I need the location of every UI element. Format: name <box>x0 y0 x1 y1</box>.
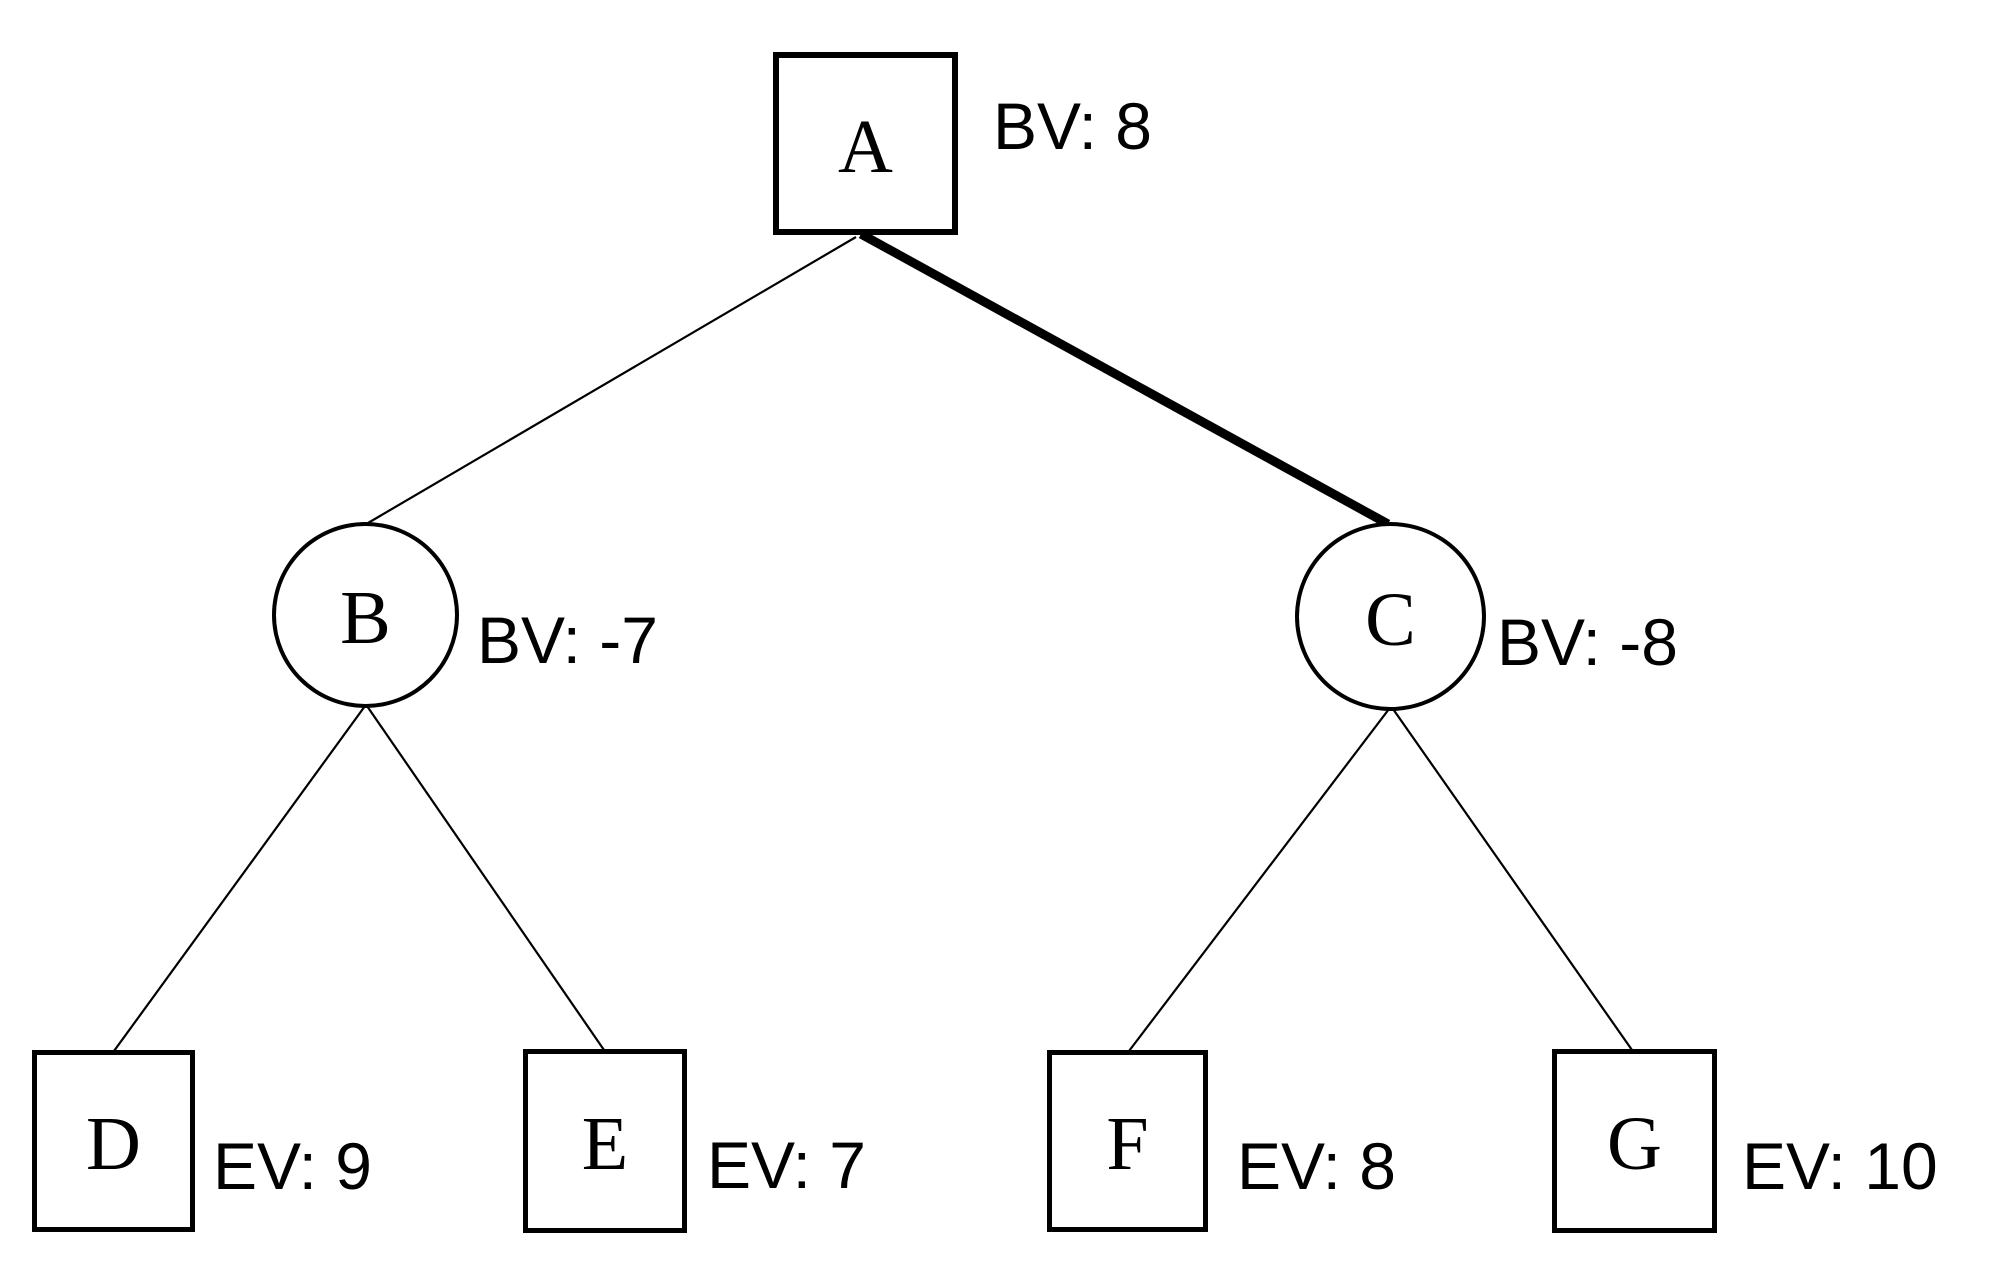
node-C-letter: C <box>1365 577 1416 662</box>
node-C-value-label: BV: -8 <box>1497 605 1678 679</box>
edge-A-B <box>367 236 857 524</box>
node-B-letter: B <box>340 576 391 660</box>
node-B-circle: B <box>272 522 459 708</box>
edge-A-C <box>858 230 1391 528</box>
node-G-box: G <box>1552 1049 1717 1233</box>
node-G-value-label: EV: 10 <box>1742 1129 1938 1203</box>
node-C-circle: C <box>1295 522 1486 711</box>
node-G-letter: G <box>1607 1102 1662 1186</box>
edge-B-D <box>113 705 366 1052</box>
node-D-letter: D <box>86 1102 141 1186</box>
edge-C-F <box>1128 708 1390 1052</box>
node-F-value-label: EV: 8 <box>1237 1129 1396 1203</box>
node-A-letter: A <box>838 104 893 189</box>
node-A-box: A <box>773 52 958 235</box>
node-E-value-label: EV: 7 <box>707 1128 866 1202</box>
edge-B-E <box>366 705 605 1051</box>
node-E-box: E <box>523 1049 687 1233</box>
node-F-letter: F <box>1106 1102 1149 1186</box>
node-D-box: D <box>32 1050 195 1232</box>
node-B-value-label: BV: -7 <box>477 603 658 677</box>
node-F-box: F <box>1047 1050 1208 1232</box>
node-E-letter: E <box>581 1102 629 1186</box>
edge-C-G <box>1392 708 1633 1051</box>
node-D-value-label: EV: 9 <box>213 1129 372 1203</box>
node-A-value-label: BV: 8 <box>993 89 1152 163</box>
